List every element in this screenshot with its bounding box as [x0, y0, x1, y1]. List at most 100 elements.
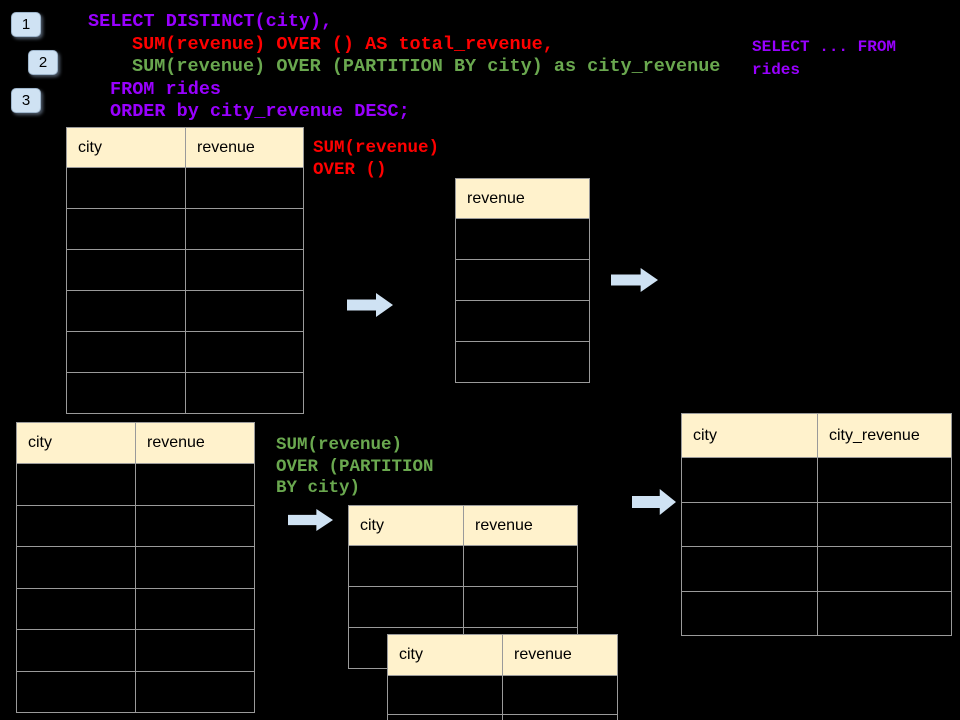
- table-row: [16, 587, 254, 629]
- table-cell-empty: [681, 590, 817, 635]
- table-cell-empty: [455, 341, 589, 382]
- code-line: SELECT DISTINCT(city),: [88, 11, 333, 32]
- code-line: rides: [752, 61, 801, 79]
- table-row: [16, 463, 254, 505]
- table-row: [681, 546, 951, 591]
- table-cell-empty: [185, 208, 303, 249]
- column-header: city_revenue: [817, 413, 951, 457]
- table-cell-empty: [66, 331, 185, 372]
- table-cell-empty: [455, 259, 589, 300]
- code-line: FROM rides: [110, 78, 222, 100]
- code-line: OVER (PARTITION: [276, 456, 434, 477]
- column-header: city: [66, 127, 185, 167]
- column-header: city: [16, 422, 135, 463]
- table-row: [348, 586, 577, 627]
- table-cell-empty: [66, 290, 185, 331]
- arrow-right-icon: [347, 293, 393, 317]
- table-row: [455, 341, 589, 382]
- table-cell-empty: [16, 546, 135, 588]
- table-total-revenue-result: revenue: [455, 178, 590, 383]
- step-badge-3-label: 3: [21, 92, 31, 109]
- table-cell-empty: [135, 629, 254, 671]
- table-row: [16, 670, 254, 712]
- sql-code-block: SELECT DISTINCT(city),SUM(revenue) OVER …: [88, 11, 720, 124]
- table-cell-empty: [66, 208, 185, 249]
- table-cell-empty: [463, 586, 577, 627]
- arrow-right-icon: [288, 509, 333, 531]
- table-row: [66, 208, 303, 249]
- table-cell-empty: [817, 546, 951, 591]
- table-row: [16, 629, 254, 671]
- table-cell-empty: [135, 463, 254, 505]
- code-line: SUM(revenue): [313, 138, 440, 158]
- arrow-right-icon: [611, 268, 658, 292]
- step-badge-2: 2: [28, 50, 58, 75]
- table-row: [66, 249, 303, 290]
- code-line: BY city): [276, 478, 361, 498]
- table-cell-empty: [66, 249, 185, 290]
- column-header: revenue: [455, 178, 589, 218]
- table-cell-empty: [681, 457, 817, 502]
- table-cell-empty: [502, 714, 617, 720]
- arrow-right-icon: [632, 489, 676, 515]
- table-row: [66, 167, 303, 208]
- annotation-sum-over-total: SUM(revenue)OVER (): [313, 138, 439, 181]
- table-row: [681, 457, 951, 502]
- table-row: [455, 300, 589, 341]
- table-cell-empty: [135, 587, 254, 629]
- code-line: OVER (): [313, 159, 387, 180]
- code-line: SUM(revenue): [276, 435, 403, 455]
- table-cell-empty: [185, 290, 303, 331]
- table-cell-empty: [681, 501, 817, 546]
- table-cell-empty: [185, 372, 303, 413]
- table-row: [681, 590, 951, 635]
- step-badge-3: 3: [11, 88, 41, 113]
- table-row: [455, 218, 589, 259]
- column-header: city: [348, 505, 463, 545]
- column-header: revenue: [463, 505, 577, 545]
- table-cell-empty: [16, 504, 135, 546]
- table-cell-empty: [66, 167, 185, 208]
- table-cell-empty: [16, 463, 135, 505]
- table-cell-empty: [463, 545, 577, 586]
- column-header: city: [387, 634, 502, 675]
- table-cell-empty: [681, 546, 817, 591]
- table-cell-empty: [348, 545, 463, 586]
- table-row: [348, 545, 577, 586]
- table-cell-empty: [387, 675, 502, 714]
- table-cell-empty: [185, 249, 303, 290]
- table-cell-empty: [817, 457, 951, 502]
- table-cell-empty: [817, 501, 951, 546]
- table-cell-empty: [185, 331, 303, 372]
- table-cell-empty: [348, 586, 463, 627]
- table-row: [16, 546, 254, 588]
- sql-side-snippet: SELECT ... FROM rides: [752, 36, 896, 82]
- table-row: [455, 259, 589, 300]
- table-row: [66, 290, 303, 331]
- table-row: [387, 675, 617, 714]
- table-row: [66, 331, 303, 372]
- table-cell-empty: [16, 587, 135, 629]
- step-badge-1: 1: [11, 12, 41, 37]
- code-line: SELECT ... FROM: [752, 38, 897, 56]
- step-badge-1-label: 1: [21, 16, 31, 33]
- table-cell-empty: [387, 714, 502, 720]
- table-cell-empty: [16, 629, 135, 671]
- code-line: ORDER by city_revenue DESC;: [110, 101, 410, 122]
- code-line: SUM(revenue) OVER () AS total_revenue,: [132, 33, 554, 55]
- table-cell-empty: [66, 372, 185, 413]
- table-cell-empty: [185, 167, 303, 208]
- table-cell-empty: [455, 218, 589, 259]
- table-row: [66, 372, 303, 413]
- table-row: [681, 501, 951, 546]
- code-line: SUM(revenue) OVER (PARTITION BY city) as…: [132, 56, 721, 77]
